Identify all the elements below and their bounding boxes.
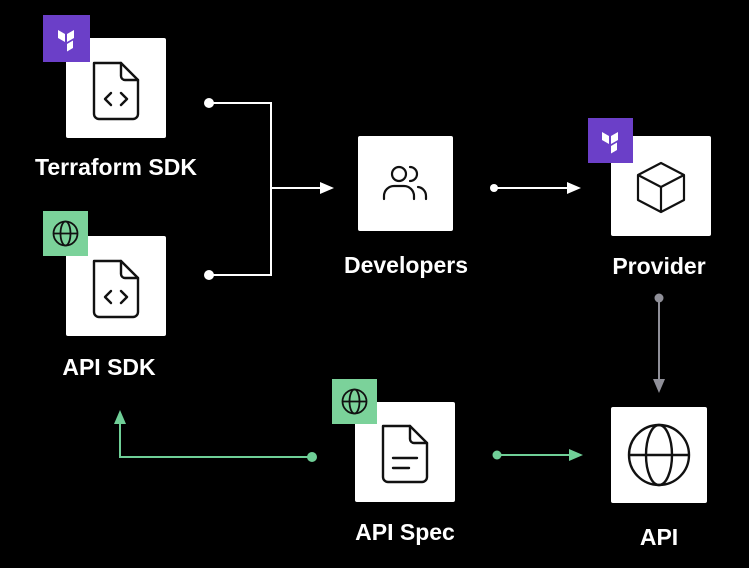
node-api-spec[interactable] xyxy=(332,379,455,502)
arrowhead xyxy=(567,182,581,194)
connectors xyxy=(114,98,665,462)
terraform-logo-icon xyxy=(588,118,633,163)
connector-line xyxy=(119,422,312,458)
node-api-sdk[interactable] xyxy=(43,211,166,336)
cube-icon xyxy=(636,161,686,214)
bracket-line xyxy=(209,102,272,276)
node-box xyxy=(355,402,455,502)
code-file-icon xyxy=(92,259,140,319)
arrowhead xyxy=(653,379,665,393)
terraform-sdk-label: Terraform SDK xyxy=(35,154,197,180)
developers-label: Developers xyxy=(343,252,468,278)
arrowhead xyxy=(569,449,583,461)
edge-api-spec-to-api xyxy=(492,449,583,461)
globe-icon xyxy=(627,423,691,487)
edge-provider-to-api xyxy=(653,293,665,393)
globe-icon xyxy=(332,379,377,424)
edge-sdks-to-developers xyxy=(204,98,334,280)
users-icon xyxy=(382,165,428,201)
node-api[interactable] xyxy=(611,407,707,503)
node-box xyxy=(66,38,166,138)
edge-developers-to-provider xyxy=(490,182,581,194)
api-spec-label: API Spec xyxy=(355,519,455,545)
provider-label: Provider xyxy=(612,253,706,279)
arrowhead xyxy=(114,410,126,424)
globe-icon xyxy=(43,211,88,256)
edge-api-spec-to-api-sdk xyxy=(114,410,317,462)
arrowhead xyxy=(320,182,334,194)
node-provider[interactable] xyxy=(588,118,711,236)
api-sdk-label: API SDK xyxy=(62,354,156,380)
node-box xyxy=(358,136,453,231)
node-terraform-sdk[interactable] xyxy=(43,15,166,138)
api-label: API xyxy=(639,524,679,550)
terraform-logo-icon xyxy=(43,15,90,62)
document-icon xyxy=(381,424,429,484)
node-developers[interactable] xyxy=(358,136,453,231)
node-box xyxy=(66,236,166,336)
code-file-icon xyxy=(92,61,140,121)
